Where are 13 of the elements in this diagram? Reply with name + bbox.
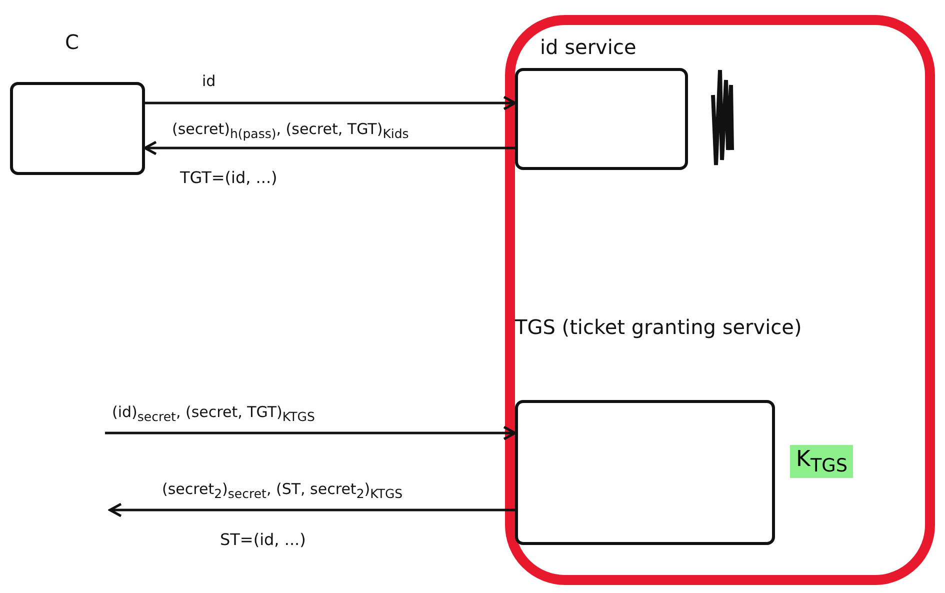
edge-label: (secret)$_{h(pass)}$, (secret, TGT)$_{Kids}$ [170,120,411,141]
box-title: TGS (ticket granting service) [515,315,802,339]
arrow [108,502,515,518]
arrow [144,140,515,156]
key-label: K$_{TGS}$ [790,445,854,478]
edge-label: (id)$_{secret}$, (secret, TGT)$_{KTGS}$ [110,403,317,424]
arrow [105,426,516,440]
box-title: C [65,30,79,54]
note-text: ST=(id, ...) [220,530,306,549]
edge-label: (secret$_{2}$)$_{secret}$, (ST, secret$_{2}$)$_{KTGS}$ [160,480,405,501]
arrow [145,96,516,110]
box-title: id service [540,35,636,59]
note-text: TGT=(id, ...) [180,168,278,187]
